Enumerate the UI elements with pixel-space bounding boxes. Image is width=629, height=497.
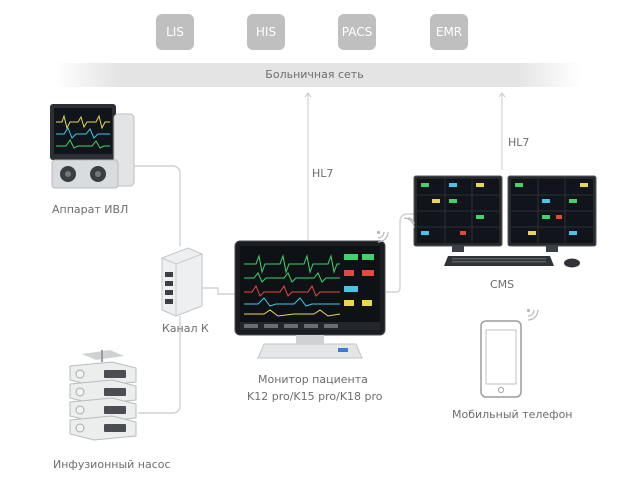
cms-workstation-image [413, 175, 597, 268]
monitor-label-line2: K12 pro/K15 pro/K18 pro [247, 390, 383, 403]
monitor-label-line1: Монитор пациента [258, 373, 368, 386]
ventilator-image [50, 104, 135, 189]
channel-k-image [161, 247, 203, 317]
badge-emr: EMR [430, 14, 468, 50]
badge-his: HIS [247, 14, 285, 50]
badge-pacs: PACS [338, 14, 376, 50]
cms-label: CMS [490, 278, 515, 291]
hospital-network-band [55, 63, 580, 87]
ventilator-label: Аппарат ИВЛ [52, 203, 129, 216]
patient-monitor-image [234, 240, 386, 359]
wifi-icon [403, 217, 415, 229]
phone-label: Мобильный телефон [452, 408, 573, 421]
infusion-pump-image [69, 350, 137, 441]
wifi-icon [376, 230, 389, 243]
hl7-label-cms: HL7 [508, 136, 530, 149]
mobile-phone-image [480, 320, 522, 398]
badge-lis: LIS [156, 14, 194, 50]
wifi-icon [526, 308, 539, 321]
hospital-network-label: Больничная сеть [265, 68, 364, 81]
channel-k-label: Канал К [162, 322, 209, 335]
ventilator-to-channel-line [132, 165, 181, 246]
channel-to-infusion-line [138, 316, 181, 414]
monitor-to-cms-line [386, 213, 414, 293]
infusion-pump-label: Инфузионный насос [53, 458, 171, 471]
channel-to-monitor-line [202, 287, 236, 295]
hl7-label-monitor: HL7 [312, 167, 334, 180]
